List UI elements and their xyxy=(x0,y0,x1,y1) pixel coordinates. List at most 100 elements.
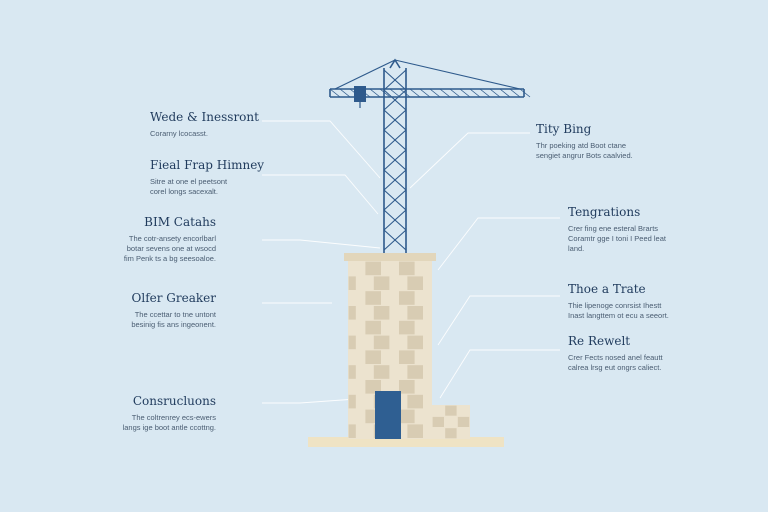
desc-line: Crer Fects nosed anel feautt xyxy=(568,353,663,362)
jib-brace xyxy=(429,88,441,98)
brick-tower xyxy=(308,253,504,447)
counter-jib-tie xyxy=(334,59,396,90)
brick xyxy=(424,365,432,379)
leader-lines xyxy=(262,120,560,404)
brick xyxy=(399,409,415,424)
mast-brace xyxy=(383,149,407,171)
jib-brace xyxy=(489,88,501,98)
leader-line-9 xyxy=(439,349,560,399)
brick xyxy=(348,335,356,350)
brick xyxy=(365,291,381,305)
desc-line: fim Penk ts a bg seesoaloe. xyxy=(123,254,216,263)
callout-right-4: Re Rewelt Crer Fects nosed anel feautt c… xyxy=(568,334,718,373)
leader-line-6 xyxy=(409,132,530,189)
brick xyxy=(457,405,470,416)
callout-title: Wede & Inessront xyxy=(150,110,259,124)
brick xyxy=(432,416,444,427)
brick xyxy=(424,394,432,409)
desc-line: Thr poeking atd Boot ctane xyxy=(536,141,627,150)
leader-line-7 xyxy=(437,217,560,271)
brick xyxy=(399,291,415,305)
jib-tie xyxy=(394,59,521,90)
ground-slab xyxy=(308,437,504,447)
brick xyxy=(407,306,423,320)
callout-desc: Corarny lcocasst. xyxy=(150,129,300,139)
mast-brace xyxy=(383,69,407,91)
brick xyxy=(415,350,432,364)
desc-line: Coramtr gge I toni I Peed leat xyxy=(568,234,666,243)
desc-line: Crer fing ene esteral Brarts xyxy=(568,224,659,233)
leader-line-5 xyxy=(262,397,371,404)
brick xyxy=(390,365,407,379)
desc-line: sengiet angrur Bots caalvied. xyxy=(536,151,633,160)
jib-brace xyxy=(469,88,481,98)
jib-brace xyxy=(439,88,451,98)
tower-crane xyxy=(329,58,531,253)
jib-brace xyxy=(509,88,521,98)
brick xyxy=(399,320,415,335)
brick xyxy=(399,380,415,394)
leader-line-3 xyxy=(262,239,381,249)
leader-line-2 xyxy=(262,174,379,215)
brick xyxy=(399,350,415,364)
brick xyxy=(382,320,398,335)
brick xyxy=(390,306,407,320)
callout-right-1: Tity Bing Thr poeking atd Boot ctane sen… xyxy=(536,122,686,161)
brick xyxy=(348,424,356,438)
callout-desc: The coltrenrey ecs-ewers langs ige boot … xyxy=(66,413,216,433)
brick xyxy=(348,394,356,409)
jib-brace xyxy=(479,88,491,98)
brick xyxy=(373,335,390,350)
brick xyxy=(348,350,365,364)
callout-title: Tengrations xyxy=(568,205,641,219)
mast-brace xyxy=(383,209,407,231)
callout-left-3: BIM Catahs The cotr-ansety encorlbarl bo… xyxy=(66,215,216,264)
callout-title: BIM Catahs xyxy=(144,215,216,229)
jib-brace xyxy=(399,88,411,98)
brick xyxy=(390,335,407,350)
brick xyxy=(415,320,432,335)
mast-brace xyxy=(383,169,407,191)
desc-line: Inast langttem ot ecu a seeort. xyxy=(568,311,669,320)
desc-line: land. xyxy=(568,244,585,253)
brick xyxy=(390,276,407,290)
callout-right-2: Tengrations Crer fing ene esteral Brarts… xyxy=(568,205,718,254)
jib-brace xyxy=(379,88,391,98)
brick xyxy=(445,405,457,416)
brick xyxy=(424,424,432,438)
brick xyxy=(348,320,365,335)
callout-desc: Crer Fects nosed anel feautt calrea lrsg… xyxy=(568,353,718,373)
desc-line: Thie lipenoge conrsist Ihestt xyxy=(568,301,662,310)
brick xyxy=(357,306,373,320)
brick xyxy=(373,276,390,290)
leader-line-1 xyxy=(262,120,381,179)
jib-brace xyxy=(459,88,471,98)
mast-brace xyxy=(383,129,407,151)
crane-cab xyxy=(354,86,366,102)
callout-desc: The ccettar to tne untont besinig fis an… xyxy=(66,310,216,330)
jib-brace xyxy=(519,88,531,98)
callout-left-2: Fieal Frap Himney Sitre at one el peetso… xyxy=(150,158,300,197)
brick xyxy=(432,428,444,439)
callout-title: Olfer Greaker xyxy=(131,291,216,305)
brick xyxy=(357,394,373,409)
brick xyxy=(424,306,432,320)
callout-right-3: Thoe a Trate Thie lipenoge conrsist Ihes… xyxy=(568,282,718,321)
brick xyxy=(382,380,398,394)
mast-brace xyxy=(383,229,407,251)
brick xyxy=(348,291,365,305)
desc-line: The ccettar to tne untont xyxy=(134,310,216,319)
callout-title: Tity Bing xyxy=(536,122,592,136)
brick xyxy=(407,276,423,290)
jib-brace xyxy=(389,88,401,98)
brick xyxy=(357,335,373,350)
brick xyxy=(373,365,390,379)
desc-line: Corarny lcocasst. xyxy=(150,129,208,138)
callout-title: Re Rewelt xyxy=(568,334,631,348)
brick xyxy=(357,365,373,379)
desc-line: corel longs sacexalt. xyxy=(150,187,218,196)
desc-line: The coltrenrey ecs-ewers xyxy=(131,413,216,422)
brick xyxy=(365,380,381,394)
brick xyxy=(357,276,373,290)
